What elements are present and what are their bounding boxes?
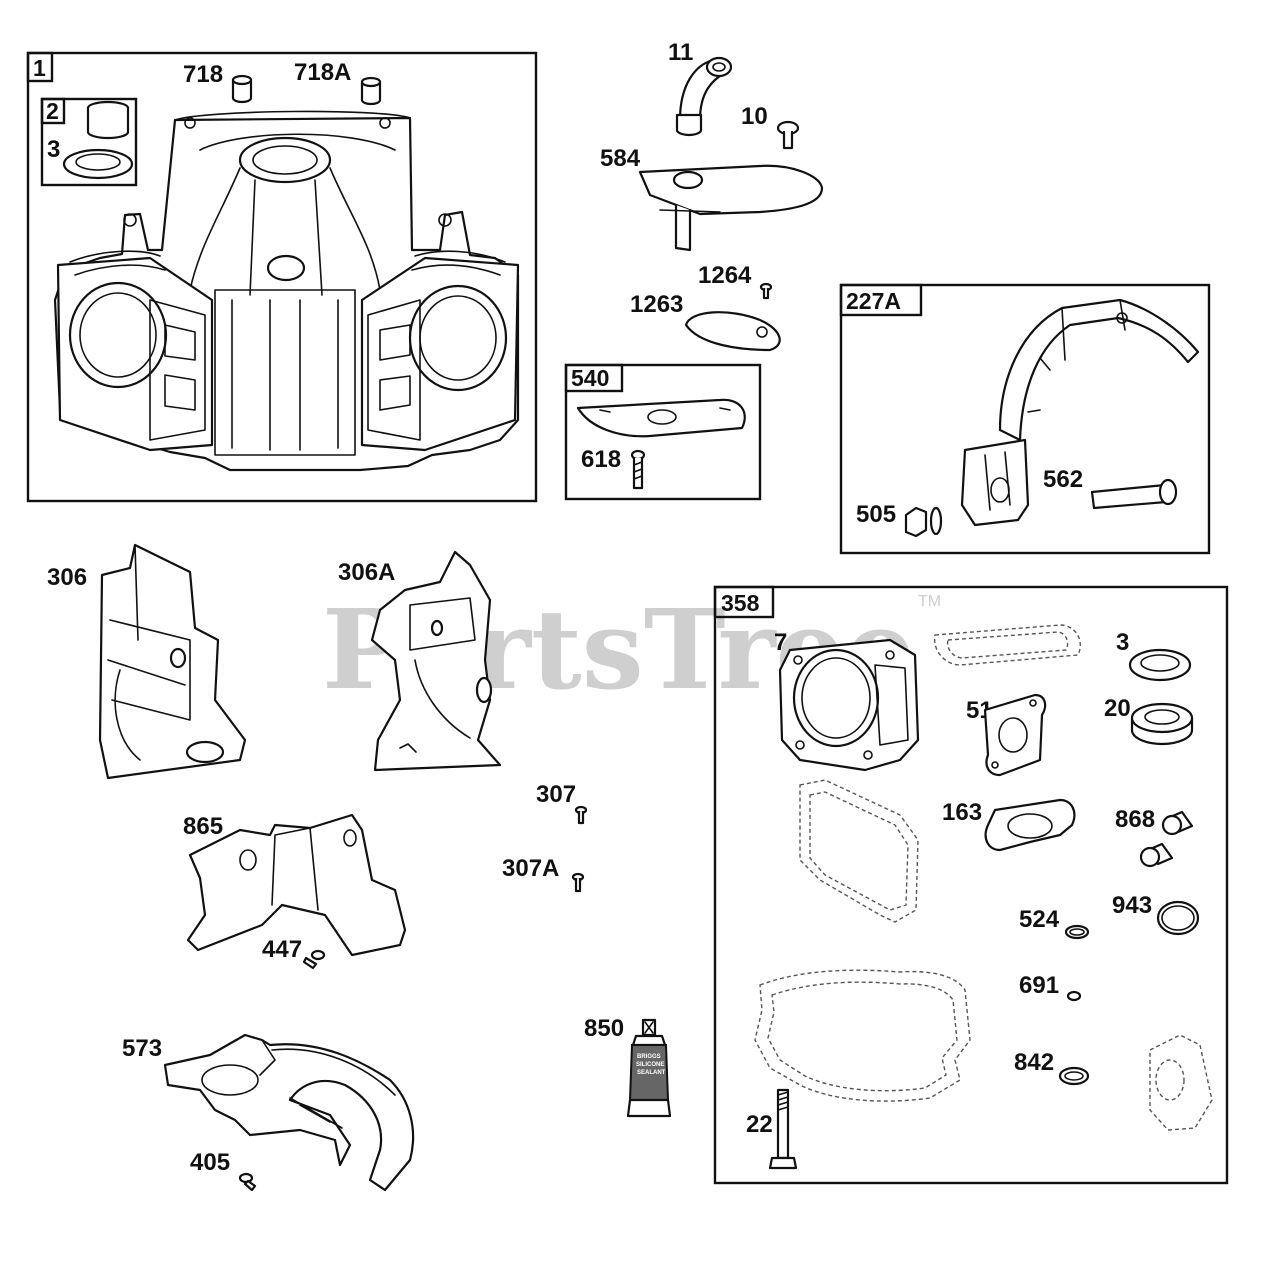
callout-22: 22 (746, 1111, 773, 1138)
head-bolt-22-part[interactable] (768, 1088, 798, 1170)
callout-306A: 306A (338, 559, 395, 586)
baffle-865-part[interactable] (186, 813, 407, 957)
callout-718A: 718A (294, 59, 351, 86)
callout-865: 865 (183, 813, 223, 840)
group-1-tag-box (26, 51, 54, 83)
washer-691-part[interactable] (1066, 990, 1082, 1002)
sealant-tube-label-1: BRIGGS (637, 1054, 661, 1060)
o-ring-524-part[interactable] (1064, 924, 1090, 940)
group-540-frame (564, 363, 762, 501)
screw-405-part[interactable] (238, 1172, 257, 1192)
callout-943: 943 (1112, 892, 1152, 919)
crankcase-gasket-part[interactable] (754, 969, 971, 1102)
callout-307A: 307A (502, 855, 559, 882)
callout-1263: 1263 (630, 291, 683, 318)
callout-505: 505 (856, 501, 896, 528)
group-2-tag: 2 (46, 98, 59, 124)
callout-20: 20 (1104, 695, 1131, 722)
cylinder-block-part[interactable] (53, 110, 520, 472)
callout-306: 306 (47, 564, 87, 591)
group-227A-tag-box (839, 283, 923, 317)
callout-7: 7 (774, 629, 787, 656)
screw-10-part[interactable] (776, 120, 800, 150)
screw-618-part[interactable] (630, 449, 646, 490)
callout-573: 573 (122, 1035, 162, 1062)
bushing-part[interactable] (86, 100, 130, 140)
callout-11: 11 (668, 39, 693, 66)
group-227A-bracket[interactable]: 227A 562 505 (839, 283, 1211, 555)
trademark-mark: TM (918, 593, 941, 610)
valve-cover-gasket-part[interactable] (933, 624, 1081, 666)
callout-405: 405 (190, 1149, 230, 1176)
oil-seal-part[interactable] (62, 148, 134, 180)
callout-447: 447 (262, 936, 302, 963)
callout-1264: 1264 (698, 262, 752, 289)
group-540-tag-box (564, 363, 624, 393)
callout-850: 850 (584, 1015, 624, 1042)
gasket-51-part[interactable] (983, 693, 1047, 777)
callout-562: 562 (1043, 466, 1083, 493)
sealant-tube-label-3: SEALANT (637, 1070, 666, 1076)
seal-3-part[interactable] (1128, 648, 1192, 682)
callout-10: 10 (741, 103, 768, 130)
o-ring-943-part[interactable] (1156, 900, 1200, 936)
callout-618: 618 (581, 446, 621, 473)
shoulder-bolt-562-part[interactable] (1090, 478, 1178, 510)
dowel-pin-718A[interactable] (360, 76, 382, 106)
valve-seal-868-part[interactable] (1139, 810, 1194, 868)
cylinder-shroud-306-part[interactable] (98, 543, 247, 780)
rocker-cover-gasket-part[interactable] (799, 779, 919, 923)
sealant-tube-label-2: SILICONE (636, 1062, 664, 1068)
group-1-cylinder-block[interactable]: 1 2 3 718 718A (26, 51, 538, 503)
screw-1264-part[interactable] (759, 282, 773, 300)
breather-tube-part[interactable] (675, 56, 733, 137)
o-ring-842-part[interactable] (1058, 1066, 1090, 1086)
group-540-tag: 540 (571, 365, 609, 391)
nut-505-part[interactable] (904, 506, 943, 538)
oil-seal-20-part[interactable] (1130, 702, 1194, 746)
callout-842: 842 (1014, 1049, 1054, 1076)
group-358-gasket-set[interactable]: 358 7 3 20 51 (713, 585, 1229, 1185)
screw-307-part[interactable] (574, 805, 588, 825)
callout-584: 584 (600, 145, 641, 172)
group-1-tag: 1 (33, 55, 46, 81)
group-540-breather-gasket[interactable]: 540 618 (564, 363, 762, 501)
callout-163: 163 (942, 799, 982, 826)
sealant-tube-850-part[interactable]: BRIGGS SILICONE SEALANT (626, 1018, 672, 1118)
air-guide-573-part[interactable] (163, 1033, 415, 1192)
screw-447-part[interactable] (302, 949, 326, 970)
callout-718: 718 (183, 61, 223, 88)
callout-524: 524 (1019, 906, 1060, 933)
screw-307A-part[interactable] (571, 872, 585, 893)
group-227A-tag: 227A (846, 288, 901, 314)
group-358-tag: 358 (721, 590, 760, 616)
callout-3-ring: 3 (1116, 629, 1129, 656)
dowel-pin-718[interactable] (231, 74, 253, 104)
group-1-frame (26, 51, 538, 503)
cylinder-shroud-306A-part[interactable] (370, 550, 502, 772)
group-2-frame (40, 97, 138, 187)
reed-valve-part[interactable] (684, 311, 781, 352)
callout-3-seal: 3 (47, 136, 60, 163)
callout-868: 868 (1115, 806, 1155, 833)
breather-gasket-part[interactable] (576, 398, 746, 438)
group-358-frame (713, 585, 1229, 1185)
gasket-163-part[interactable] (984, 798, 1076, 852)
callout-691: 691 (1019, 972, 1059, 999)
breather-plate-part[interactable] (638, 164, 824, 252)
control-bracket-part[interactable] (960, 298, 1200, 527)
group-358-tag-box (713, 585, 775, 619)
group-2-tag-box (40, 97, 66, 125)
callout-307: 307 (536, 781, 576, 808)
head-gasket-7-part[interactable] (778, 638, 920, 772)
group-227A-frame (839, 283, 1211, 555)
intake-gasket-part[interactable] (1149, 1034, 1213, 1131)
